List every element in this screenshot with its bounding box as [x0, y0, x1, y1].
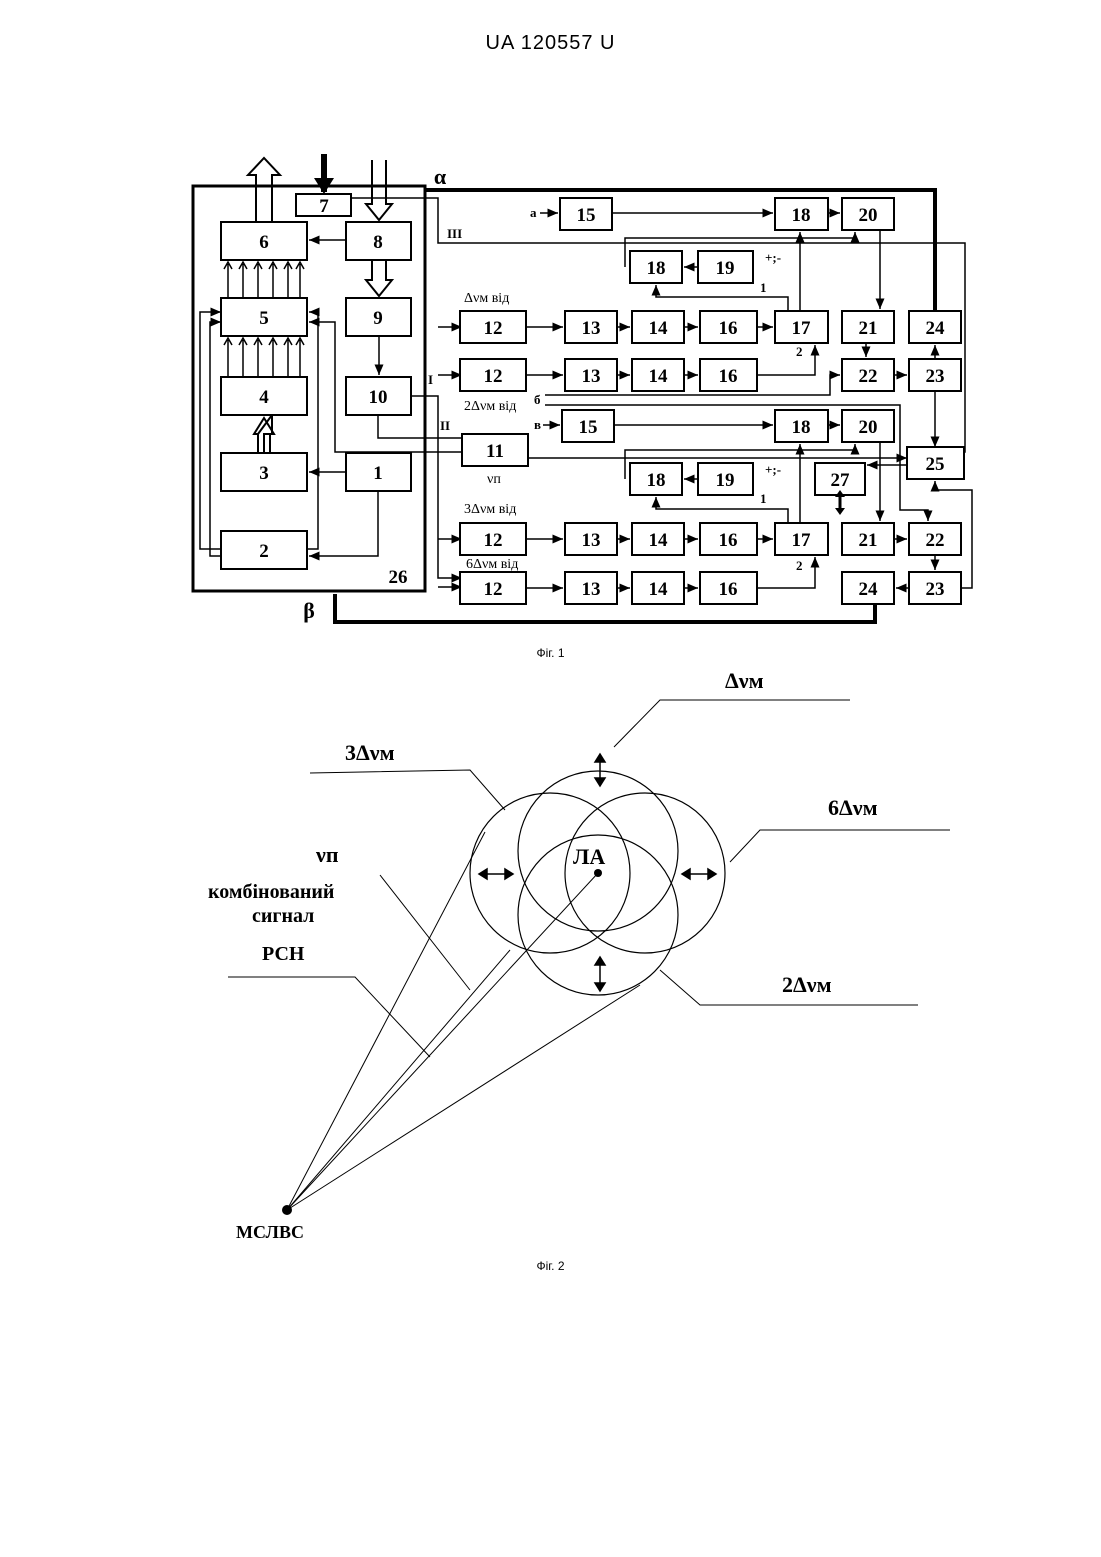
label-3dnu-m-vid: 3Δνм від: [464, 502, 516, 517]
figure-1-caption: Фіг. 1: [0, 646, 1101, 660]
svg-text:23: 23: [926, 366, 945, 387]
label-dnu-m-vid: Δνм від: [464, 291, 509, 306]
port-1-lower: 1: [760, 491, 767, 506]
svg-text:13: 13: [582, 366, 601, 387]
svg-text:24: 24: [859, 579, 879, 600]
roman-ii: II: [440, 418, 450, 433]
output-arrow-6: [248, 158, 280, 222]
svg-text:16: 16: [719, 530, 738, 551]
svg-text:26: 26: [389, 567, 408, 588]
svg-text:20: 20: [859, 205, 878, 226]
svg-text:20: 20: [859, 417, 878, 438]
svg-text:13: 13: [582, 579, 601, 600]
svg-text:21: 21: [859, 318, 878, 339]
svg-text:14: 14: [649, 579, 669, 600]
svg-text:27: 27: [831, 470, 851, 491]
svg-text:15: 15: [577, 205, 596, 226]
svg-text:6: 6: [259, 232, 269, 253]
svg-text:12: 12: [484, 530, 503, 551]
svg-text:14: 14: [649, 366, 669, 387]
svg-text:8: 8: [373, 232, 383, 253]
label-6dnu-m-vid: 6Δνм від: [466, 557, 518, 572]
channel-row-2: [460, 345, 815, 391]
input-arrow-8: [366, 160, 392, 220]
pm-upper: +;-: [765, 250, 781, 265]
svg-text:16: 16: [719, 366, 738, 387]
input-v-lower: в: [534, 417, 541, 432]
svg-text:22: 22: [859, 366, 878, 387]
svg-text:10: 10: [369, 387, 388, 408]
svg-text:25: 25: [926, 454, 945, 475]
svg-text:7: 7: [319, 196, 329, 217]
pm-lower: +;-: [765, 462, 781, 477]
svg-text:12: 12: [484, 366, 503, 387]
svg-text:16: 16: [719, 579, 738, 600]
svg-text:18: 18: [647, 470, 666, 491]
svg-text:12: 12: [484, 318, 503, 339]
svg-text:22: 22: [926, 530, 945, 551]
svg-text:17: 17: [792, 530, 812, 551]
svg-text:13: 13: [582, 530, 601, 551]
label-nu-n: νп: [487, 472, 501, 487]
svg-text:4: 4: [259, 387, 269, 408]
svg-text:15: 15: [579, 417, 598, 438]
port-2-upper: 2: [796, 344, 803, 359]
svg-text:18: 18: [792, 205, 811, 226]
label-2dnu-m-vid: 2Δνм від: [464, 399, 516, 414]
svg-text:14: 14: [649, 530, 669, 551]
svg-text:2: 2: [259, 541, 269, 562]
svg-text:17: 17: [792, 318, 812, 339]
svg-text:24: 24: [926, 318, 946, 339]
channel-row-1: [460, 311, 828, 343]
svg-text:18: 18: [792, 417, 811, 438]
svg-text:9: 9: [373, 308, 383, 329]
svg-text:1: 1: [373, 463, 383, 484]
port-2-lower: 2: [796, 558, 803, 573]
svg-text:21: 21: [859, 530, 878, 551]
channel-row-3: [460, 523, 828, 555]
svg-text:19: 19: [716, 470, 735, 491]
bus-arrows-4-5: [224, 338, 304, 377]
svg-text:14: 14: [649, 318, 669, 339]
arrow-8-9: [366, 260, 392, 296]
svg-text:3: 3: [259, 463, 269, 484]
beta-label: β: [303, 598, 315, 623]
input-a-upper: а: [530, 205, 537, 220]
roman-iii: III: [447, 226, 462, 241]
svg-text:19: 19: [716, 258, 735, 279]
svg-text:23: 23: [926, 579, 945, 600]
port-1-upper: 1: [760, 280, 767, 295]
bus-arrows-5-6: [224, 262, 304, 298]
figure-2-caption: Фіг. 2: [0, 1259, 1101, 1273]
svg-text:18: 18: [647, 258, 666, 279]
svg-text:12: 12: [484, 579, 503, 600]
svg-text:11: 11: [486, 441, 504, 462]
input-b: б: [534, 392, 541, 407]
alpha-label: α: [434, 164, 447, 189]
svg-text:16: 16: [719, 318, 738, 339]
svg-text:5: 5: [259, 308, 269, 329]
roman-i: I: [428, 372, 433, 387]
svg-text:13: 13: [582, 318, 601, 339]
